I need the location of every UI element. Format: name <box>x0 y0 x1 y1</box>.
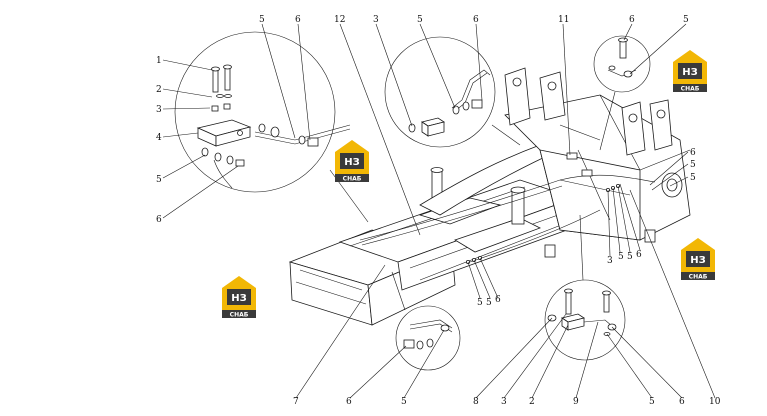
detail-view-top-right <box>593 35 651 151</box>
callout-5: 5 <box>486 298 492 308</box>
callout-5: 5 <box>649 397 655 407</box>
callout-7: 7 <box>293 397 299 407</box>
detail-view-left <box>174 31 369 223</box>
callout-5: 5 <box>259 15 265 25</box>
callout-10: 10 <box>709 397 721 407</box>
callout-3: 3 <box>501 397 507 407</box>
callout-3: 3 <box>607 256 613 266</box>
callout-5: 5 <box>690 173 696 183</box>
callout-6: 6 <box>636 250 642 260</box>
callout-5: 5 <box>401 397 407 407</box>
main-frame <box>288 67 691 326</box>
callout-6: 6 <box>690 148 696 158</box>
callout-6: 6 <box>295 15 301 25</box>
logo-watermark: НЗ СНАБ <box>222 276 256 319</box>
callout-labels: 1 2 3 4 5 6 5 6 12 3 5 6 11 6 5 6 5 5 3 … <box>156 15 721 407</box>
callout-3: 3 <box>373 15 379 25</box>
callout-6: 6 <box>679 397 685 407</box>
logo-text: НЗ <box>682 67 697 78</box>
callout-6: 6 <box>346 397 352 407</box>
logo-text: НЗ <box>231 293 246 304</box>
callout-9: 9 <box>573 397 579 407</box>
detail-view-bottom-left <box>391 271 461 371</box>
callout-5: 5 <box>683 15 689 25</box>
callout-6: 6 <box>156 215 162 225</box>
logo-text: НЗ <box>344 157 359 168</box>
callout-4: 4 <box>156 133 162 143</box>
callout-3: 3 <box>156 105 162 115</box>
callout-5: 5 <box>618 252 624 262</box>
callout-6: 6 <box>495 295 501 305</box>
callout-6: 6 <box>473 15 479 25</box>
callout-5: 5 <box>417 15 423 25</box>
callout-2: 2 <box>156 85 162 95</box>
logo-text: НЗ <box>690 255 705 266</box>
logo-watermark: НЗ СНАБ <box>335 140 369 183</box>
detail-view-top <box>384 36 521 148</box>
callout-11: 11 <box>558 15 569 25</box>
logo-subtext: СНАБ <box>343 176 362 183</box>
logo-subtext: СНАБ <box>681 86 700 93</box>
logo-watermark: НЗ СНАБ <box>681 238 715 281</box>
logo-subtext: СНАБ <box>689 274 708 281</box>
logo-subtext: СНАБ <box>230 312 249 319</box>
callout-2: 2 <box>529 397 535 407</box>
callout-8: 8 <box>473 397 479 407</box>
callout-12: 12 <box>334 15 345 25</box>
callout-5: 5 <box>477 298 483 308</box>
logo-watermark: НЗ СНАБ <box>673 50 707 93</box>
callout-5: 5 <box>627 252 633 262</box>
callout-1: 1 <box>156 56 162 66</box>
leader-lines <box>162 23 716 399</box>
callout-6: 6 <box>629 15 635 25</box>
callout-5: 5 <box>690 160 696 170</box>
callout-5: 5 <box>156 175 162 185</box>
